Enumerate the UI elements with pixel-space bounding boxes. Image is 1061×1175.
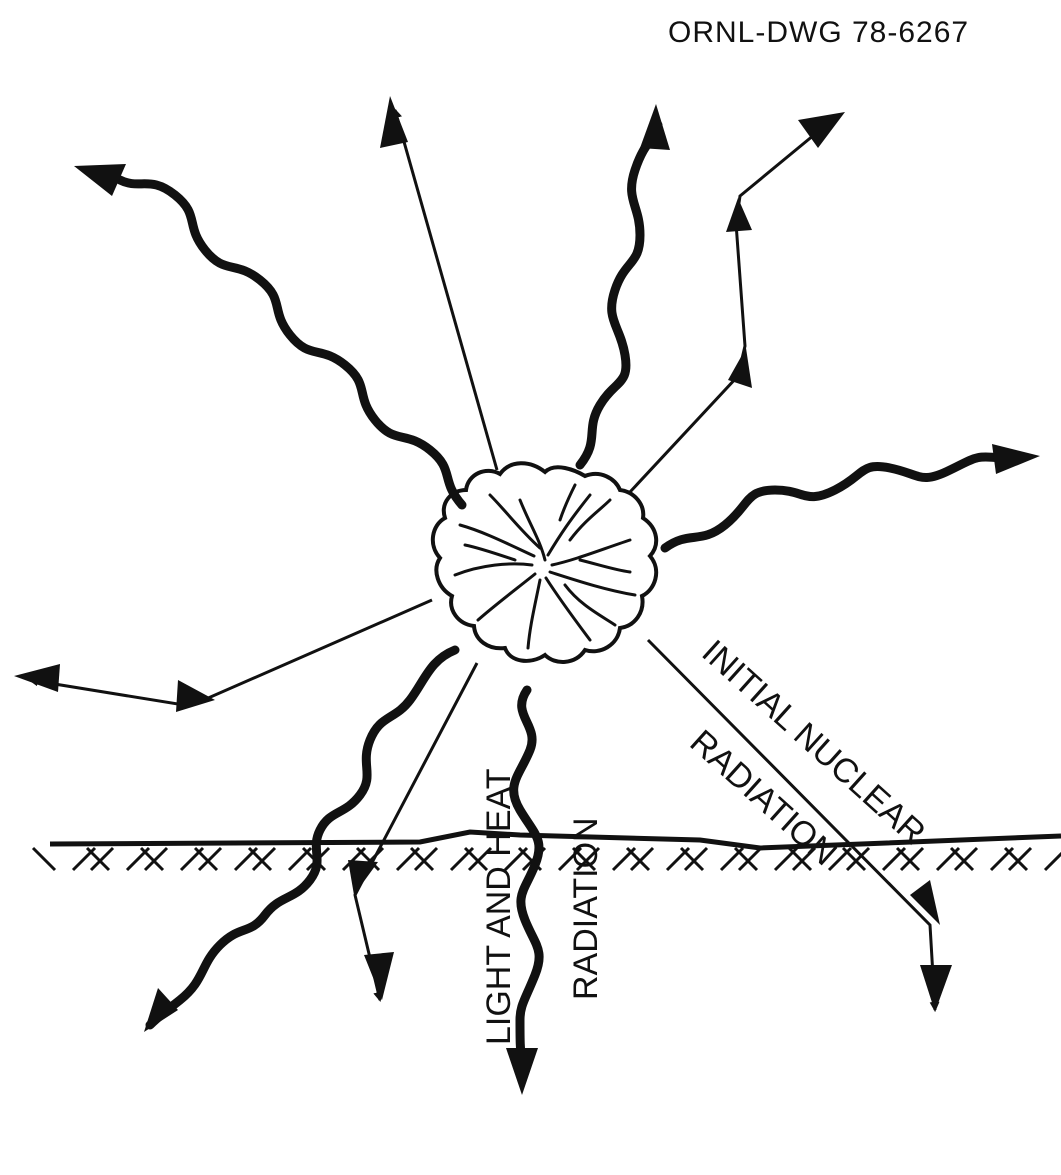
ray-straight-left [30,600,432,706]
hatch-stroke [415,848,437,870]
hatch-stroke [955,848,977,870]
hatch-stroke [1005,848,1027,870]
ray-straight-upper-right [630,130,820,492]
hatch-stroke [897,848,919,870]
hatch-stroke [843,848,865,870]
ray-straight-up [395,110,497,470]
fireball-outline [433,463,656,662]
hatch-stroke [901,848,923,870]
hatch-stroke [735,848,757,870]
arrowhead-wave-up [640,104,670,150]
arrowhead-wave-down [506,1048,538,1095]
arrowhead-wave-right [992,444,1040,474]
hatch-stroke [739,848,761,870]
hatch-stroke [631,848,653,870]
hatch-stroke [91,848,113,870]
hatch-stroke [253,848,275,870]
wave-lower-left [150,650,455,1025]
hatch-stroke [195,848,217,870]
arrowhead-left [14,664,60,692]
hatch-stroke [1009,848,1031,870]
arrowhead-lower-right [920,965,952,1012]
hatch-stroke [627,848,649,870]
wave-upper-left [120,180,462,505]
hatch-stroke [87,848,109,870]
arrowhead-wave-upper-left [74,164,126,196]
hatch-stroke [411,848,433,870]
label-light-heat-radiation: RADIATION [567,817,605,1000]
hatch-stroke [681,848,703,870]
hatch-stroke [141,848,163,870]
wave-right [665,457,1000,548]
arrowhead-up [380,96,408,148]
label-light-heat: LIGHT AND HEAT [480,769,518,1045]
fireball [433,463,656,662]
hatch-stroke [685,848,707,870]
hatch-stroke [145,848,167,870]
hatch-stroke [951,848,973,870]
ray-straight-lower-left [355,663,477,1000]
hatch-stroke [249,848,271,870]
arrowhead-wave-lower-left [144,988,178,1032]
arrowhead-mid-lower-left [348,860,378,895]
hatch-stroke [33,848,55,870]
wave-up [580,125,658,465]
hatch-stroke [199,848,221,870]
hatch-stroke [1045,848,1061,870]
arrowhead-mid-upper-right-2 [726,198,752,232]
